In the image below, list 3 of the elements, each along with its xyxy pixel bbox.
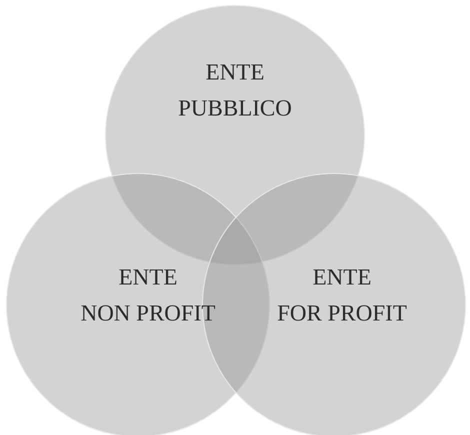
circle-label: ENTE PUBBLICO — [178, 58, 292, 122]
circle-label: ENTE FOR PROFIT — [277, 263, 407, 327]
circle-label: ENTE NON PROFIT — [80, 263, 216, 327]
